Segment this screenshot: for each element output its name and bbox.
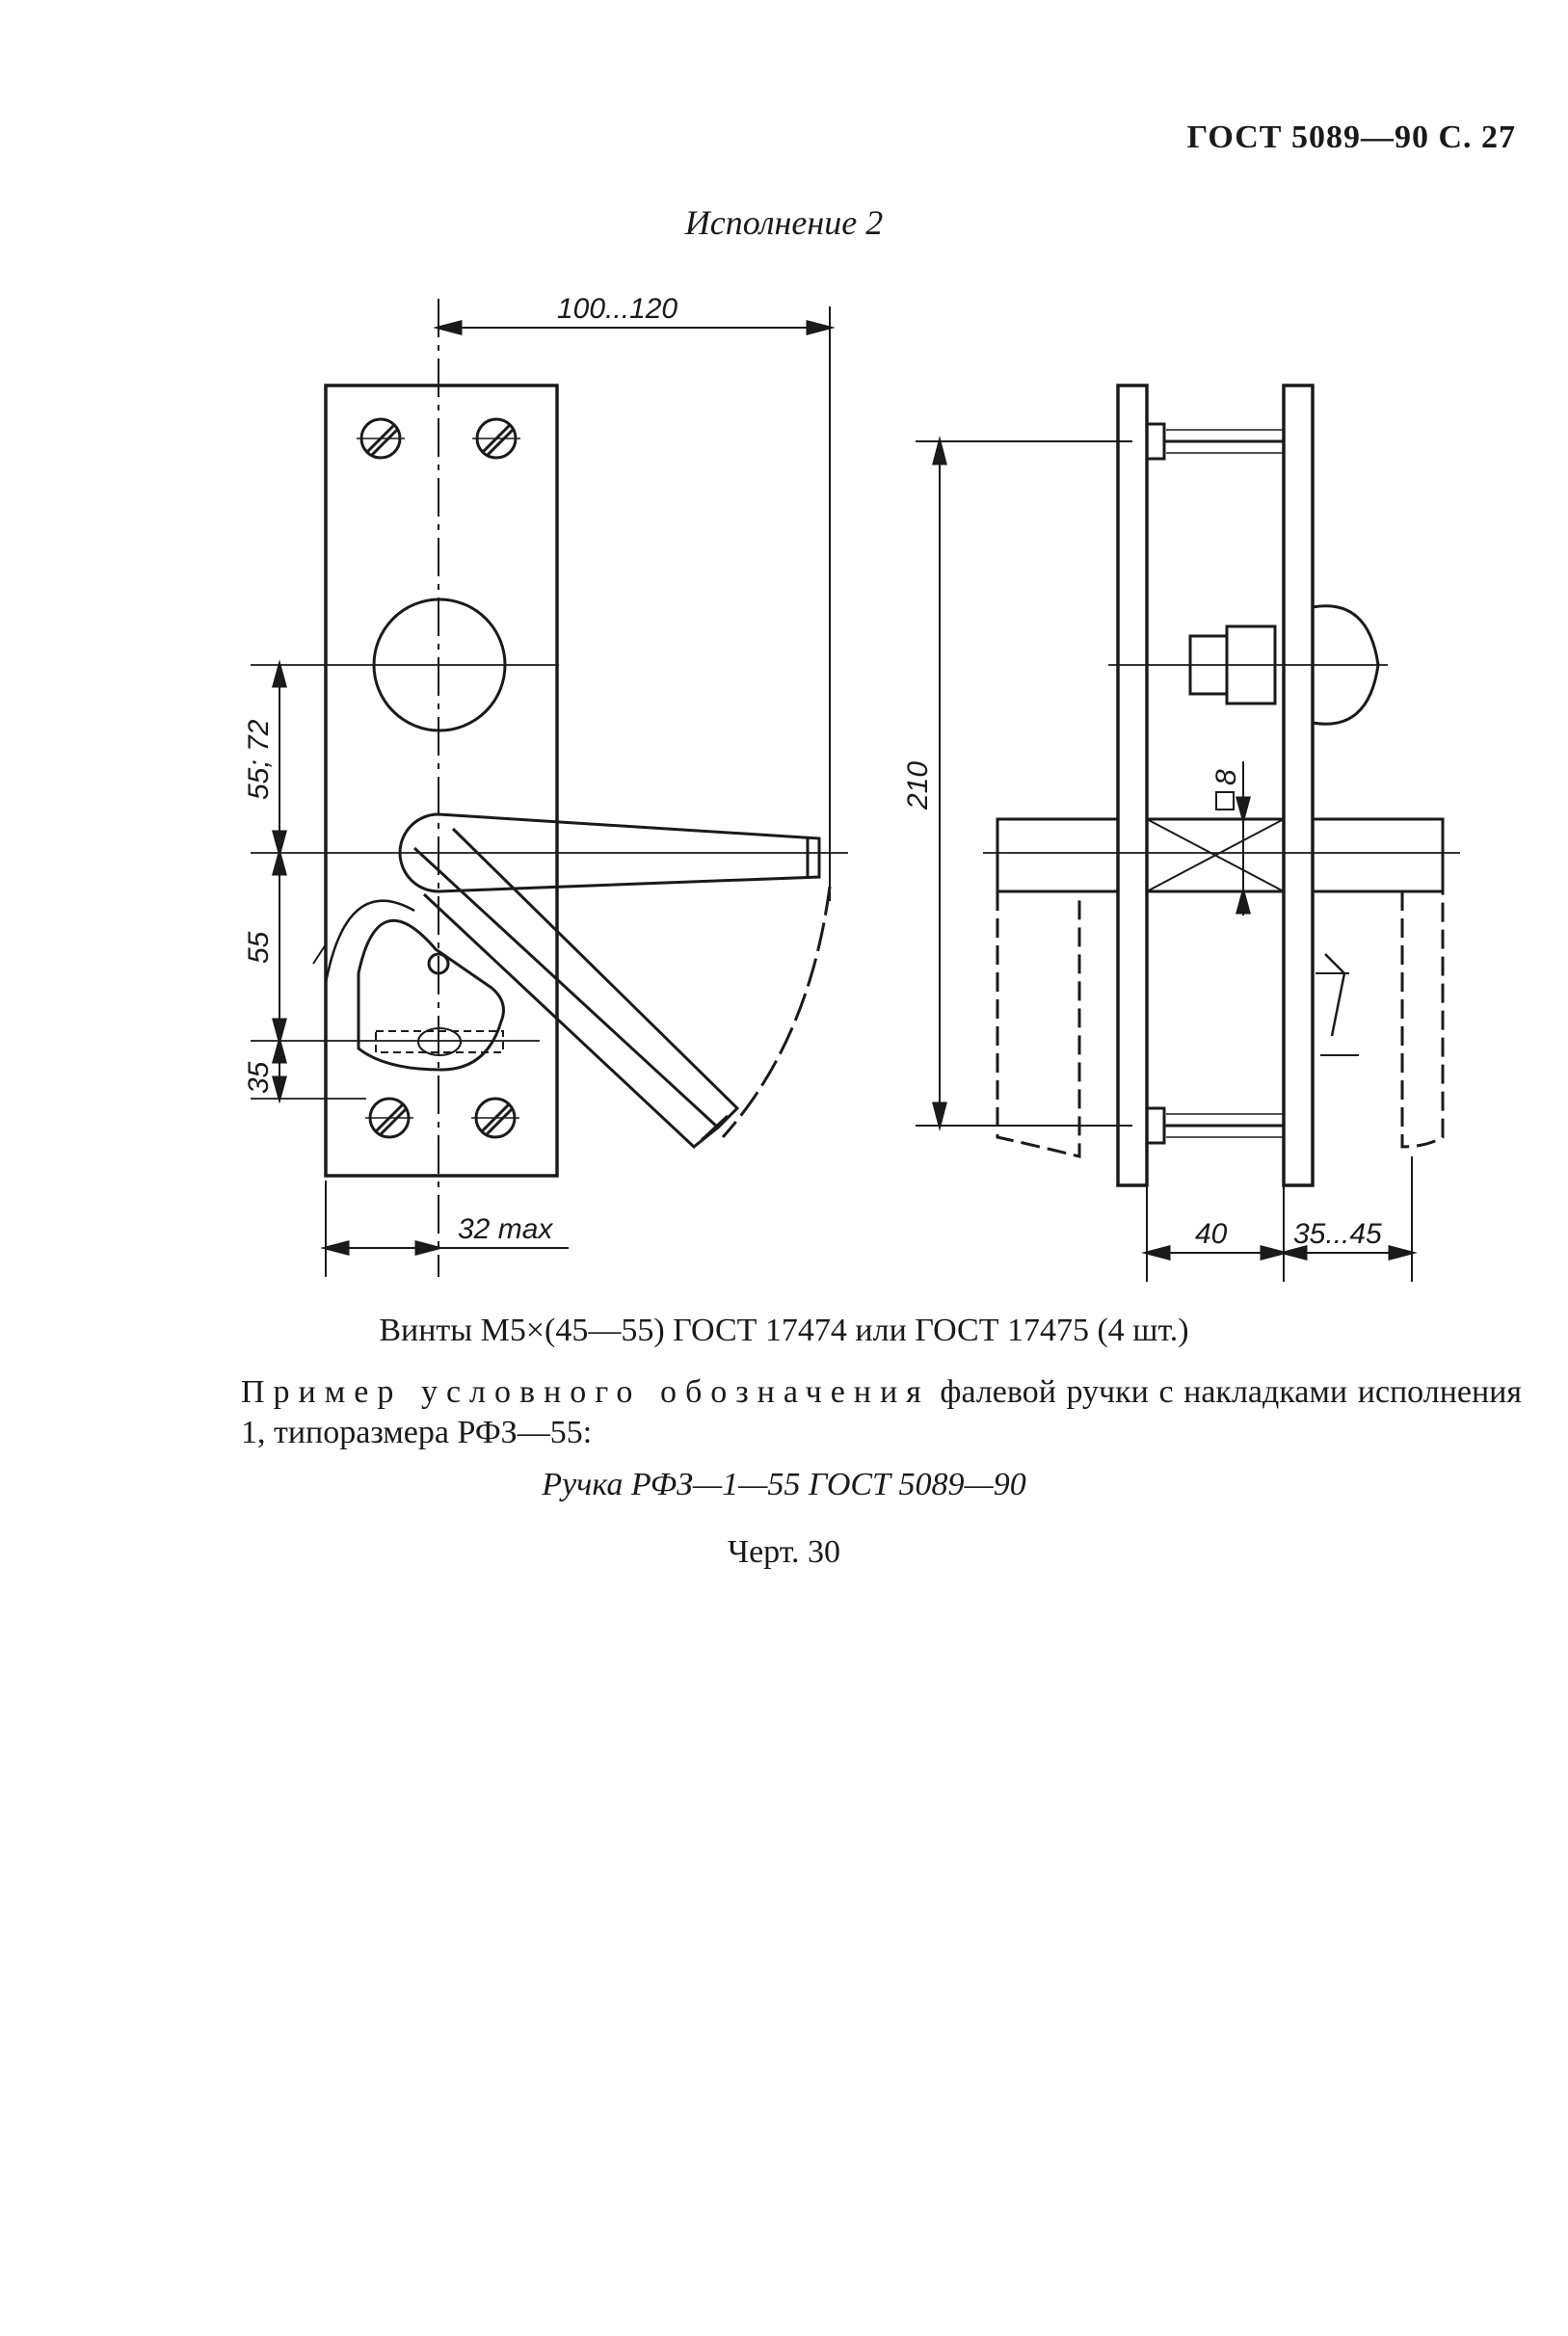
- screw-icon: [472, 417, 520, 460]
- dim-top-width: 100...120: [557, 293, 678, 325]
- page-header: ГОСТ 5089—90 С. 27: [1186, 119, 1516, 155]
- swing-arc: [721, 886, 832, 1139]
- side-handle-left: [996, 817, 1120, 893]
- handle-rotated: [412, 827, 740, 1130]
- handle-lever: [398, 812, 821, 893]
- front-plate: [324, 384, 559, 1178]
- side-handle-right: [1311, 817, 1445, 893]
- dim-210: 210: [902, 761, 934, 810]
- technical-drawing: 100...120 55; 72 55 35 32 max 210 8 40 3…: [243, 293, 1460, 1282]
- side-plate-left: [1116, 384, 1149, 1187]
- screw-icon: [365, 1097, 413, 1139]
- dim-55-72: 55; 72: [243, 719, 275, 800]
- side-plate-right: [1282, 384, 1315, 1187]
- dim-32max: 32 max: [458, 1213, 553, 1245]
- dim-35-45: 35...45: [1293, 1218, 1382, 1250]
- designation-example: Ручка РФЗ—1—55 ГОСТ 5089—90: [542, 1467, 1026, 1502]
- example-lead: Пример условного обозначения: [241, 1374, 930, 1410]
- thumbturn-plate: [357, 919, 505, 1072]
- figure-caption: Черт. 30: [727, 1534, 841, 1570]
- screw-icon: [357, 417, 405, 460]
- dim-8: 8: [1210, 769, 1242, 785]
- screws-note: Винты М5×(45—55) ГОСТ 17474 или ГОСТ 174…: [379, 1313, 1189, 1348]
- variant-title: Исполнение 2: [684, 203, 884, 242]
- example-rest: фалевой ручки с накладками исполнения 1,…: [241, 1374, 1523, 1450]
- dim-35: 35: [243, 1061, 275, 1094]
- dim-55: 55: [243, 931, 275, 964]
- example-paragraph: Пример условного обозначения фалевой руч…: [241, 1372, 1522, 1453]
- screw-icon: [471, 1097, 519, 1139]
- dim-40: 40: [1195, 1218, 1228, 1250]
